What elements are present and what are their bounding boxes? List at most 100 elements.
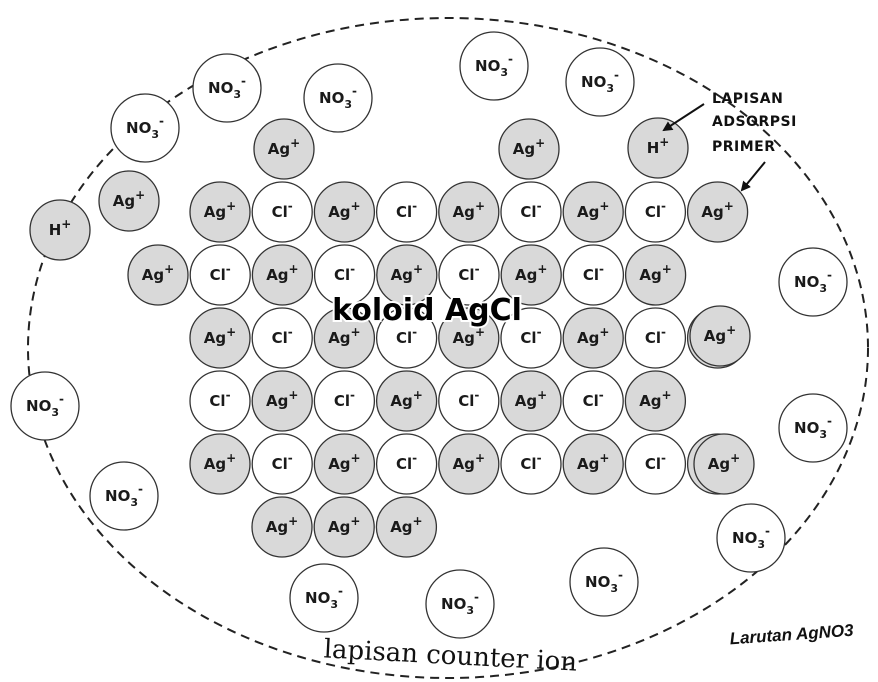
cl-ion: Cl- [251, 307, 313, 369]
ag-ion-label: Ag+ [266, 262, 298, 284]
ag-ion: Ag+ [500, 370, 562, 432]
no3-ion: NO3- [425, 569, 495, 639]
no3-ion: NO3- [565, 47, 635, 117]
cl-ion-circle [251, 307, 313, 369]
cl-ion: Cl- [189, 244, 251, 306]
ag-ion: Ag+ [562, 307, 624, 369]
ag-ion-label: Ag+ [515, 388, 547, 410]
no3-ion: NO3- [303, 63, 373, 133]
arrow-to-ag-ion [740, 161, 766, 192]
counter-ion-boundary [27, 17, 869, 679]
ion-layer: Ag+Cl-Ag+Cl-Ag+Cl-Ag+Cl-Ag+Ag+Cl-Ag+Cl-A… [10, 31, 848, 639]
cl-ion: Cl- [438, 370, 500, 432]
ag-ion-label: Ag+ [639, 262, 671, 284]
cl-ion-label: Cl- [645, 199, 666, 221]
ag-ion: Ag+ [189, 307, 251, 369]
cl-ion-circle [562, 370, 624, 432]
ag-ion-circle [438, 307, 500, 369]
ag-ion-label: Ag+ [328, 514, 360, 536]
ag-ion-label: Ag+ [453, 199, 485, 221]
ag-ion-circle [689, 305, 751, 367]
ag-ion: Ag+ [438, 307, 500, 369]
ag-ion-label: Ag+ [328, 325, 360, 347]
cl-ion-label: Cl- [645, 325, 666, 347]
cl-ion-circle [562, 244, 625, 306]
ag-ion: Ag+ [624, 370, 687, 432]
no3-ion: NO3- [89, 461, 159, 531]
no3-ion-label: NO3- [794, 414, 832, 441]
ag-ion-circle [313, 181, 376, 243]
cl-ion-label: Cl- [209, 388, 230, 410]
ag-ion-label: Ag+ [391, 262, 423, 284]
ag-ion-circle [624, 244, 687, 306]
cl-ion-label: Cl- [583, 262, 604, 284]
solution-label: Larutan AgNO3 [729, 621, 855, 649]
cl-ion: Cl- [500, 307, 562, 369]
cl-ion-circle [624, 307, 687, 369]
ag-ion-label: Ag+ [515, 262, 547, 284]
ag-ion: Ag+ [189, 181, 251, 243]
cl-ion: Cl- [500, 181, 562, 243]
cl-ion: Cl- [313, 370, 376, 432]
h-ion-circle [29, 199, 91, 261]
no3-ion-label: NO3- [105, 482, 143, 509]
no3-ion-circle [565, 47, 635, 117]
ag-ion-circle [562, 181, 624, 243]
ag-ion: Ag+ [693, 433, 755, 495]
ag-ion-circle [376, 244, 438, 306]
ag-ion-label: Ag+ [328, 199, 360, 221]
cl-ion-circle [313, 244, 376, 306]
no3-ion-label: NO3- [441, 590, 479, 617]
ag-ion-circle [251, 496, 313, 558]
ag-ion-label: Ag+ [577, 199, 609, 221]
no3-ion: NO3- [716, 503, 786, 573]
no3-ion: NO3- [459, 31, 529, 101]
no3-ion-label: NO3- [475, 52, 513, 79]
ag-ion-label: Ag+ [204, 451, 236, 473]
ag-ion-label: Ag+ [639, 388, 671, 410]
no3-ion-circle [778, 393, 848, 463]
no3-ion-label: NO3- [305, 584, 343, 611]
cl-ion-circle [500, 307, 562, 369]
ag-ion-circle [562, 433, 624, 495]
ag-ion: Ag+ [562, 433, 624, 495]
cl-ion-circle [624, 181, 687, 243]
ag-ion-label: Ag+ [708, 451, 740, 473]
no3-ion-circle [10, 371, 80, 441]
ag-ion-circle [189, 433, 251, 495]
ag-ion-label: Ag+ [453, 325, 485, 347]
no3-ion-circle [289, 563, 359, 633]
cl-ion-circle [438, 370, 500, 432]
cl-ion: Cl- [624, 433, 687, 495]
no3-ion-label: NO3- [585, 568, 623, 595]
ag-ion: Ag+ [438, 181, 500, 243]
ag-ion: Ag+ [251, 370, 313, 432]
ag-ion-label: Ag+ [204, 199, 236, 221]
cl-ion-circle [313, 370, 376, 432]
no3-ion: NO3- [10, 371, 80, 441]
primary-layer-line2: ADSORPSI [712, 114, 797, 130]
ag-ion: Ag+ [562, 181, 624, 243]
ag-ion-circle [624, 370, 687, 432]
ag-ion-circle [438, 433, 500, 495]
primary-layer-line1: LAPISAN [712, 91, 783, 107]
ag-ion-circle [686, 181, 749, 243]
ag-ion-label: Ag+ [142, 262, 174, 284]
no3-ion: NO3- [110, 93, 180, 163]
cl-ion: Cl- [189, 370, 251, 432]
no3-ion: NO3- [569, 547, 639, 617]
ag-ion: Ag+ [376, 244, 438, 306]
no3-ion-circle [192, 53, 262, 123]
no3-ion-circle [110, 93, 180, 163]
ag-ion: Ag+ [689, 305, 751, 367]
cl-ion: Cl- [251, 433, 313, 495]
ag-ion-circle [313, 496, 375, 558]
ag-ion-circle [313, 433, 376, 495]
no3-ion-circle [303, 63, 373, 133]
cl-ion: Cl- [375, 181, 438, 243]
ag-ion: Ag+ [313, 307, 376, 369]
cl-ion: Cl- [624, 181, 687, 243]
h-ion: H+ [29, 199, 91, 261]
ag-ion-circle [98, 170, 160, 232]
cl-ion-circle [500, 181, 562, 243]
